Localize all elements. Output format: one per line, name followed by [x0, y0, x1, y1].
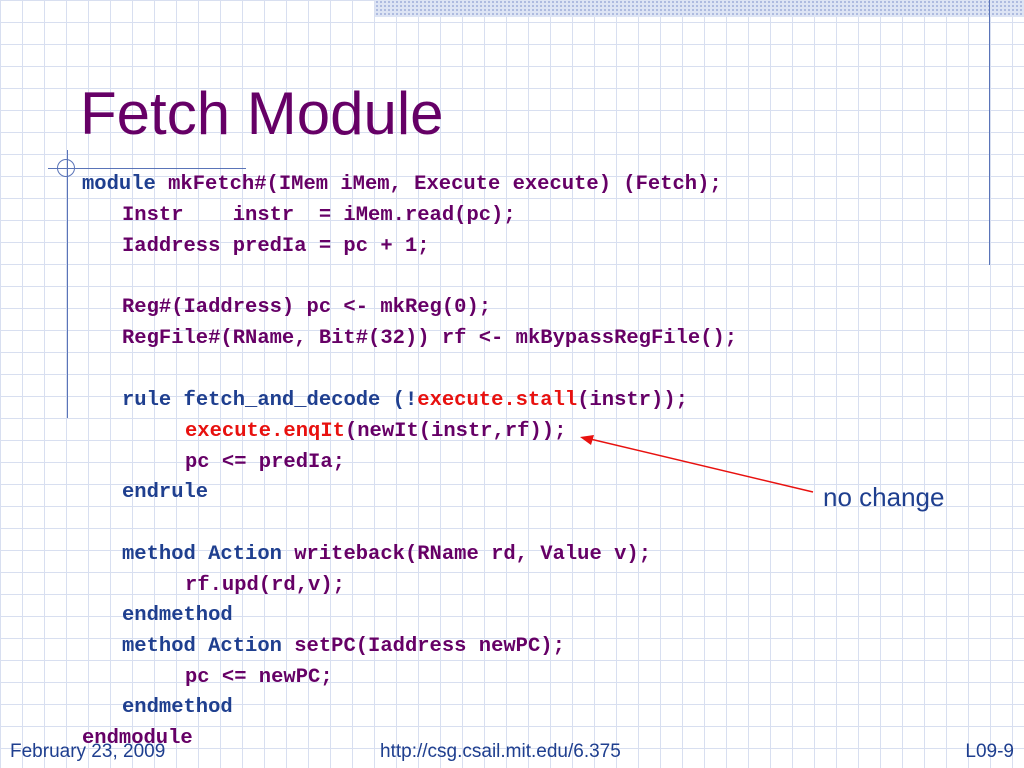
code-line-regfile: RegFile#(RName, Bit#(32)) rf <- mkBypass…	[122, 327, 738, 350]
code-line-rule: rule fetch_and_decode (!execute.stall(in…	[122, 389, 688, 413]
code-line-endrule: endrule	[122, 481, 209, 504]
code-text: fetch_and_decode (!	[183, 389, 418, 412]
code-text: mkFetch#(IMem iMem, Execute execute) (Fe…	[168, 173, 722, 196]
code-block: module mkFetch#(IMem iMem, Execute execu…	[0, 0, 737, 750]
footer-date: February 23, 2009	[10, 741, 166, 762]
code-text: (newIt(instr,rf));	[344, 420, 567, 443]
code-keyword: method Action	[122, 635, 295, 658]
code-line-endmodule: endmodule	[82, 727, 193, 750]
code-line-pc-newpc: pc <= newPC;	[185, 666, 333, 689]
code-text: setPC(Iaddress newPC);	[294, 635, 565, 658]
code-text: (instr));	[577, 389, 688, 412]
code-highlight: execute.stall	[417, 389, 578, 412]
code-highlight: execute.enqIt	[185, 420, 345, 443]
code-line-reg-pc: Reg#(Iaddress) pc <- mkReg(0);	[122, 296, 492, 319]
code-line-method-writeback: method Action writeback(RName rd, Value …	[122, 543, 651, 567]
footer-url: http://csg.csail.mit.edu/6.375	[380, 741, 621, 762]
decorative-left-rule	[67, 150, 68, 418]
code-keyword: rule	[122, 389, 184, 412]
code-line-instr: Instr instr = iMem.read(pc);	[122, 204, 516, 227]
footer-slide-number: L09-9	[965, 741, 1014, 762]
decorative-top-band	[375, 0, 1024, 17]
code-line-pc-update: pc <= predIa;	[185, 451, 345, 474]
slide-title: Fetch Module	[80, 80, 444, 147]
code-line-enqit: execute.enqIt(newIt(instr,rf));	[185, 420, 566, 444]
annotation-note: no change	[823, 482, 945, 512]
code-line-endmethod: endmethod	[122, 696, 233, 719]
arrow-line	[585, 437, 814, 493]
code-line-module: module mkFetch#(IMem iMem, Execute execu…	[82, 173, 722, 197]
code-line-rf-upd: rf.upd(rd,v);	[185, 574, 345, 597]
code-line-predia: Iaddress predIa = pc + 1;	[122, 235, 430, 258]
decorative-right-rule	[989, 0, 990, 265]
decorative-title-rule	[48, 168, 246, 169]
code-keyword: method Action	[122, 543, 295, 566]
code-line-method-setpc: method Action setPC(Iaddress newPC);	[122, 635, 565, 659]
code-keyword: module	[82, 173, 169, 196]
code-line-endmethod: endmethod	[122, 604, 233, 627]
code-text: writeback(RName rd, Value v);	[294, 543, 651, 566]
decorative-circle-marker	[57, 159, 75, 177]
arrow-head-icon	[580, 435, 594, 445]
